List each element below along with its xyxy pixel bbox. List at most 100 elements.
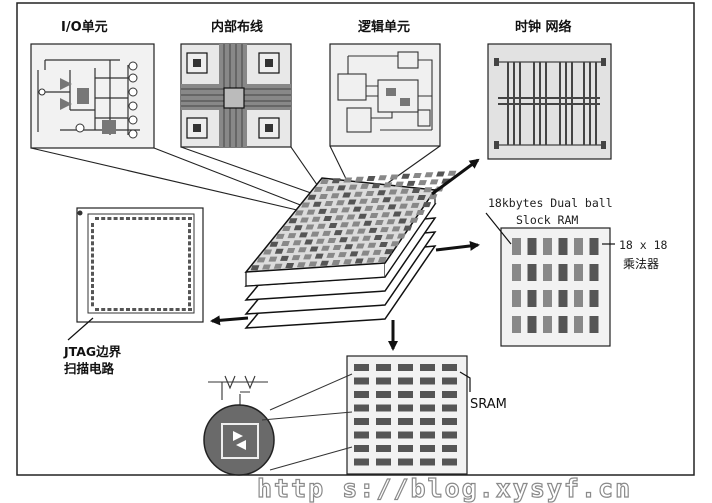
logic-cell (368, 227, 378, 233)
logic-cell (262, 264, 271, 270)
logic-cell (351, 221, 361, 227)
jtag-cell (119, 217, 124, 220)
sram-cell (420, 431, 435, 439)
clock-network-panel (487, 43, 612, 160)
sram-cell (442, 418, 457, 425)
sram-cell (398, 431, 413, 439)
jtag-cell (138, 217, 143, 220)
jtag-cell (113, 308, 118, 311)
block-ram-cell (512, 290, 521, 307)
sram-cell (442, 431, 457, 439)
logic-cell (358, 213, 367, 219)
logic-cell (405, 195, 415, 201)
logic-cell (269, 241, 279, 247)
jtag-cell (132, 308, 137, 311)
sram-cell (354, 377, 369, 385)
logic-cell (353, 191, 363, 197)
jtag-cell (188, 296, 191, 301)
logic-cell (400, 188, 410, 194)
io-unit-panel (30, 43, 155, 149)
multiplier-cell (589, 264, 599, 281)
block-ram-cell (512, 264, 521, 281)
sram-cell (442, 391, 457, 398)
logic-cell (347, 199, 357, 205)
logic-cell (286, 248, 296, 253)
multiplier-cell (527, 264, 537, 281)
logic-cell (360, 183, 370, 189)
block-ram-pointer (485, 212, 512, 245)
watermark-text: http s://blog.xysyf.cn (257, 474, 632, 503)
sram-cell (398, 458, 413, 466)
jtag-cell (91, 296, 94, 301)
logic-cell (263, 249, 273, 255)
logic-cell (326, 252, 336, 258)
jtag-cell (181, 217, 186, 220)
jtag-cell (188, 284, 191, 288)
logic-cell (354, 258, 364, 264)
jtag-cell (91, 259, 94, 264)
block-ram-cell (574, 264, 583, 281)
logic-cell (418, 180, 427, 186)
sram-panel (346, 355, 468, 475)
sram-cell (376, 364, 391, 371)
logic-cell (332, 245, 342, 250)
logic-cell (378, 175, 387, 181)
logic-cell (409, 217, 419, 223)
block-ram-cell (512, 316, 521, 333)
jtag-cell (91, 247, 94, 252)
arrow-to-clock (431, 158, 480, 196)
logic-cell (308, 261, 318, 267)
logic-cell (394, 181, 404, 187)
logic-cell (383, 182, 393, 188)
logic-cell (343, 259, 353, 265)
sram-cell (442, 445, 457, 452)
multiplier-cell (558, 316, 568, 333)
jtag-cell (95, 308, 99, 311)
logic-cell (364, 205, 374, 211)
logic-cell (313, 186, 323, 192)
logic-cell (341, 207, 351, 213)
logic-cell (273, 263, 283, 269)
outer-frame (16, 2, 695, 476)
sram-cell (420, 445, 435, 452)
logic-cell (366, 176, 376, 181)
jtag-cell (107, 217, 112, 220)
logic-cell (256, 257, 266, 263)
logic-cell (310, 231, 320, 237)
logic-cell (324, 201, 334, 206)
internal-routing-panel (180, 43, 292, 148)
jtag-cell (157, 217, 161, 220)
logic-cell (335, 200, 345, 206)
jtag-cell (188, 271, 191, 276)
logic-cell (316, 223, 326, 229)
jtag-cell (175, 217, 180, 220)
jtag-cell (91, 290, 94, 295)
jtag-cell (175, 308, 180, 311)
sram-cell (398, 364, 413, 371)
logic-cell (340, 222, 349, 228)
sram-cell (376, 418, 391, 425)
jtag-cell (163, 308, 168, 311)
jtag-cell (188, 308, 192, 311)
logic-cell (390, 241, 400, 247)
sram-cell (376, 458, 391, 466)
jtag-cell (95, 217, 99, 220)
logic-cell (320, 260, 329, 266)
jtag-cell (188, 265, 191, 270)
jtag-cell (150, 308, 155, 311)
arrow-to-block-ram (435, 240, 480, 252)
logic-cell (333, 230, 343, 236)
logic-cell (344, 244, 354, 250)
logic-cell (318, 208, 327, 214)
logic-cell (392, 211, 402, 217)
sram-cell (354, 445, 369, 452)
logic-cell (359, 198, 368, 204)
logic-cell (291, 255, 301, 261)
logic-cell (268, 256, 278, 262)
logic-cell (398, 218, 407, 224)
sram-cell (376, 377, 391, 385)
sram-cell (354, 458, 369, 466)
logic-cell (330, 193, 340, 199)
logic-cell (366, 257, 376, 263)
jtag-cell (181, 308, 186, 311)
